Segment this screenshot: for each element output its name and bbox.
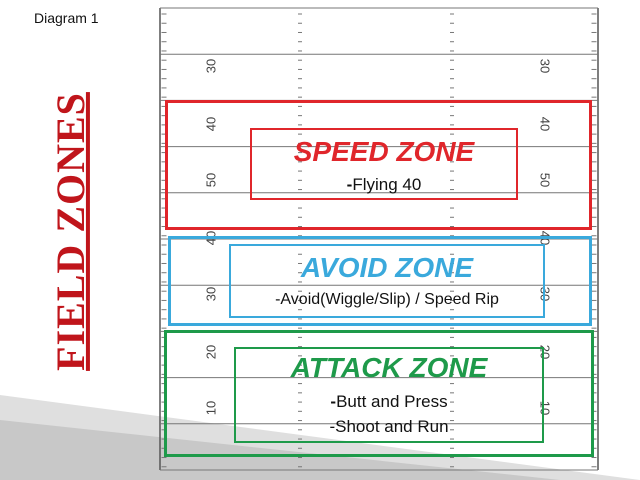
attack-zone-dash: - <box>330 392 337 411</box>
attack-zone-band <box>164 330 594 457</box>
yard-number-right: 30 <box>538 287 553 301</box>
yard-number-right: 50 <box>538 173 553 187</box>
diagram-caption: Diagram 1 <box>34 10 99 26</box>
yard-number-left: 10 <box>203 401 218 415</box>
yard-number-left: 20 <box>203 345 218 359</box>
attack-zone-drill-1: -Butt and Press <box>234 392 544 412</box>
avoid-zone-band <box>168 236 592 326</box>
avoid-zone-drill: -Avoid(Wiggle/Slip) / Speed Rip <box>275 291 499 308</box>
avoid-zone-box <box>229 244 545 318</box>
yard-number-left: 30 <box>203 59 218 73</box>
attack-zone-box <box>234 347 544 443</box>
speed-zone-drill: -Flying 40 <box>250 175 518 195</box>
attack-zone-title: ATTACK ZONE <box>290 352 488 383</box>
speed-zone-dash: - <box>346 175 353 194</box>
speed-zone-drill-text: Flying 40 <box>352 175 422 194</box>
yard-number-right: 40 <box>538 117 553 131</box>
yard-number-left: 40 <box>203 117 218 131</box>
yard-number-right: 10 <box>538 401 553 415</box>
speed-zone-box <box>250 128 518 200</box>
speed-zone-title: SPEED ZONE <box>293 136 475 167</box>
avoid-zone-title: AVOID ZONE <box>300 252 474 283</box>
attack-zone-drill-1-text: Butt and Press <box>336 392 448 411</box>
yard-number-right: 30 <box>538 59 553 73</box>
attack-zone-drill-2: -Shoot and Run <box>329 417 449 436</box>
yard-number-left: 30 <box>203 287 218 301</box>
yard-number-left: 50 <box>203 173 218 187</box>
speed-zone-band <box>165 100 592 230</box>
